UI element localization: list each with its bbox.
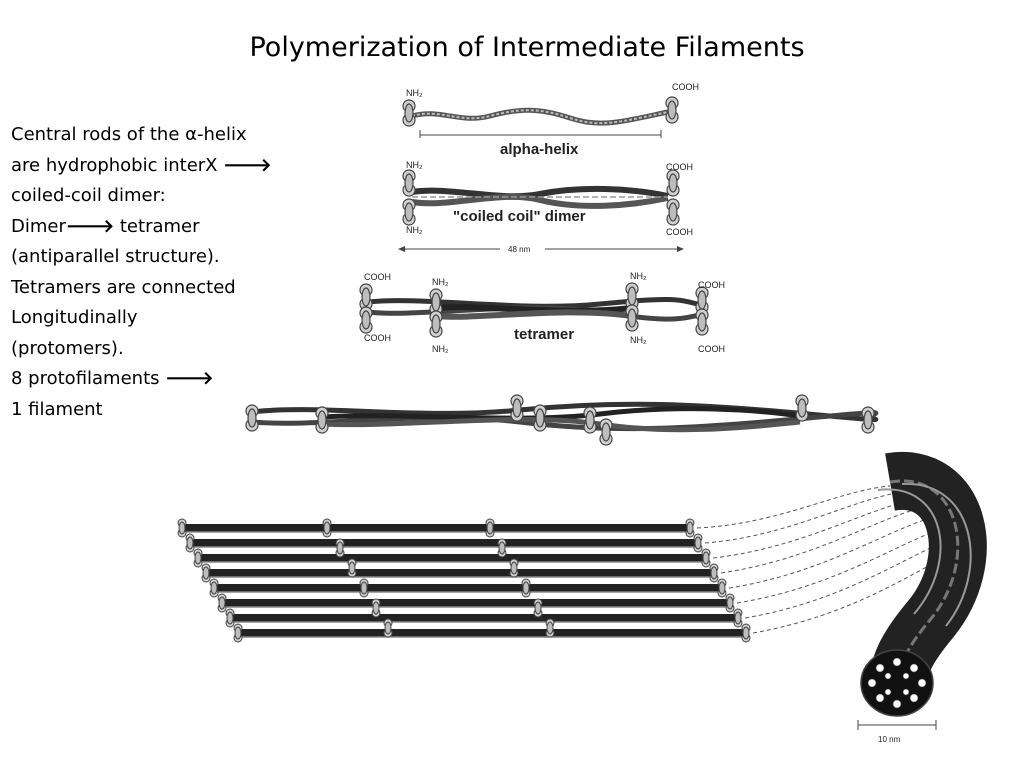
domain-icon <box>795 394 809 422</box>
domain-icon <box>583 406 597 434</box>
text-line-content: are hydrophobic interX <box>11 154 218 176</box>
nh2-label: NH₂ <box>630 335 647 345</box>
tetramer-label: tetramer <box>514 326 574 343</box>
head-domain-icon <box>429 310 443 338</box>
protofilament-stage <box>245 394 879 446</box>
domain-icon <box>510 394 524 422</box>
tail-domain-icon <box>695 308 709 336</box>
text-line: 1 filament <box>11 395 301 426</box>
domain-icon <box>599 418 613 446</box>
text-line-content: 1 filament <box>11 398 103 420</box>
cooh-label: COOH <box>364 272 391 282</box>
slide-text: Central rods of the α-helix are hydropho… <box>11 120 301 425</box>
dimer-stage: NH₂ NH₂ COOH COOH "coiled coil" dimer 48… <box>398 160 693 254</box>
text-line: Dimer🡒 tetramer <box>11 212 301 243</box>
tail-domain-icon <box>359 306 373 334</box>
text-line: Longitudinally <box>11 303 301 334</box>
text-line: Central rods of the α-helix <box>11 120 301 151</box>
text-line: Tetramers are connected <box>11 273 301 304</box>
tail-domain-icon <box>359 283 373 311</box>
arrow-right-icon: 🡒 <box>223 154 272 176</box>
tail-domain-icon <box>666 198 680 226</box>
tail-domain-icon <box>666 169 680 197</box>
text-line: 8 protofilaments 🡒 <box>11 364 301 395</box>
text-line-content: Central rods of the α-helix <box>11 124 247 145</box>
arrow-right-icon: 🡒 <box>165 368 214 389</box>
alpha-helix-stage: NH₂ COOH alpha-helix <box>402 82 699 158</box>
sheet-rows <box>180 524 746 638</box>
text-line: (protomers). <box>11 334 301 365</box>
connector-lines <box>696 485 949 634</box>
nh2-label: NH₂ <box>406 225 423 235</box>
text-line-content: Longitudinally <box>11 307 138 328</box>
text-line-content: 8 protofilaments <box>11 368 160 389</box>
text-line-content: Dimer <box>11 215 66 237</box>
head-domain-icon <box>402 99 416 127</box>
head-domain-icon <box>402 198 416 226</box>
filament-10nm: 10 nm <box>857 452 987 744</box>
text-line-content: tetramer <box>114 215 200 237</box>
cooh-label: COOH <box>698 344 725 354</box>
slide-title: Polymerization of Intermediate Filaments <box>249 32 805 63</box>
text-line-content: (antiparallel structure). <box>11 246 220 267</box>
domain-icon <box>861 406 875 434</box>
text-line: are hydrophobic interX 🡒 <box>11 151 301 182</box>
nh2-label: NH₂ <box>432 344 449 354</box>
cooh-label: COOH <box>672 82 699 92</box>
nh2-label: NH₂ <box>432 277 449 287</box>
cooh-label: COOH <box>666 227 693 237</box>
alpha-helix-label: alpha-helix <box>500 141 579 158</box>
tail-domain-icon <box>665 96 679 124</box>
text-line: coiled-coil dimer: <box>11 181 301 212</box>
tetramer-stage: COOH COOH NH₂ NH₂ NH₂ NH₂ COOH COOH tetr… <box>359 271 725 354</box>
domain-icon <box>533 404 547 432</box>
domain-icon <box>315 406 329 434</box>
cooh-label: COOH <box>364 333 391 343</box>
head-domain-icon <box>625 304 639 332</box>
head-domain-icon <box>402 169 416 197</box>
arrow-right-icon: 🡒 <box>65 215 115 237</box>
diameter-label: 10 nm <box>878 735 901 744</box>
text-line-content: Tetramers are connected <box>11 276 236 298</box>
cooh-label: COOH <box>666 162 693 172</box>
protofilament-sheet <box>177 485 949 643</box>
cooh-label: COOH <box>698 280 725 290</box>
dimer-label: "coiled coil" dimer <box>453 208 586 225</box>
dimer-length-label: 48 nm <box>508 245 531 254</box>
domain-icon <box>245 404 259 432</box>
nh2-label: NH₂ <box>630 271 647 281</box>
text-line: (antiparallel structure). <box>11 242 301 273</box>
text-line-content: (protomers). <box>11 337 124 359</box>
nh2-label: NH₂ <box>406 160 423 170</box>
nh2-label: NH₂ <box>406 88 423 98</box>
text-line-content: coiled-coil dimer: <box>11 185 166 206</box>
